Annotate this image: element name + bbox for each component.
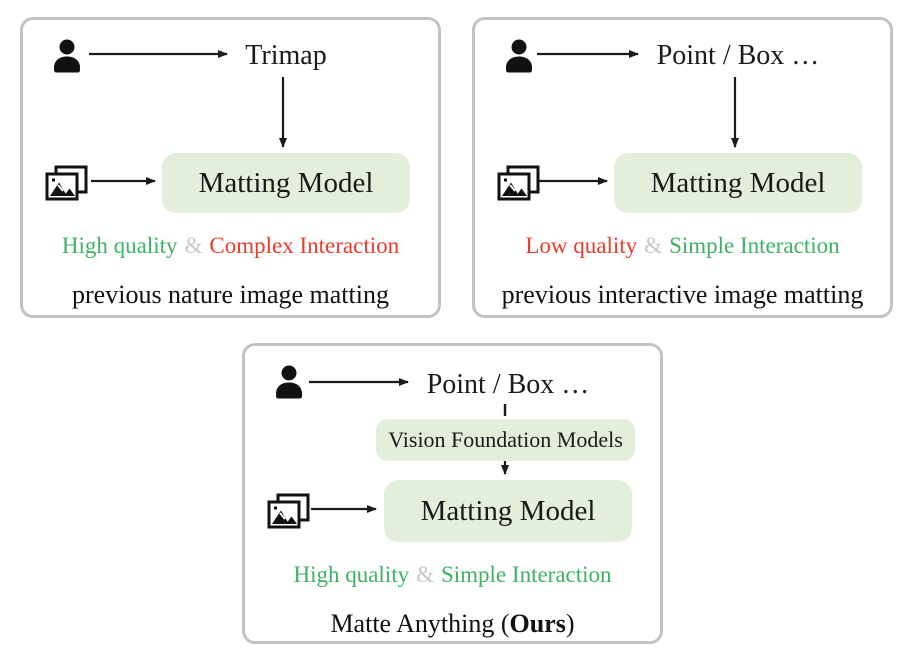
input-label: Point / Box …: [426, 369, 590, 400]
matting-model-box: Matting Model: [162, 153, 410, 213]
panel-previous-nature: Trimap Matting Model High quality&Comple…: [20, 17, 441, 318]
quality-line: High quality&Simple Interaction: [245, 560, 660, 590]
flow-arrows: [537, 50, 739, 185]
vision-foundation-models-label: Vision Foundation Models: [388, 427, 623, 452]
quality-second: Simple Interaction: [440, 562, 612, 587]
matting-model-box: Matting Model: [614, 153, 862, 213]
flow-arrows: [89, 50, 287, 185]
matting-model-box: Matting Model: [384, 480, 632, 542]
matting-model-label: Matting Model: [650, 166, 826, 199]
caption-prefix: Matte Anything (: [330, 609, 510, 638]
quality-line: Low quality&Simple Interaction: [475, 231, 890, 261]
quality-first: High quality: [61, 233, 178, 258]
quality-ampersand: &: [416, 562, 434, 587]
panel-matte-anything-ours: Point / Box … Vision Foundation Models M…: [242, 343, 663, 644]
matting-model-label: Matting Model: [198, 166, 374, 199]
images-icon: [45, 165, 88, 201]
quality-line: High quality&Complex Interaction: [23, 231, 438, 261]
caption-ours: Ours: [509, 609, 566, 638]
flow-arrows: [309, 378, 509, 513]
vision-foundation-models-box: Vision Foundation Models: [376, 419, 635, 461]
user-icon: [506, 39, 532, 73]
images-icon: [267, 493, 310, 529]
panel-caption: previous nature image matting: [72, 280, 389, 309]
panel-caption: Matte Anything (Ours): [245, 607, 660, 641]
images-icon: [497, 165, 540, 201]
panel-caption: previous interactive image matting: [501, 280, 864, 309]
quality-ampersand: &: [644, 233, 663, 258]
matting-model-label: Matting Model: [420, 494, 596, 527]
quality-second: Complex Interaction: [209, 233, 400, 258]
caption-suffix: ): [565, 609, 575, 638]
user-icon: [276, 365, 302, 399]
user-icon: [54, 39, 80, 73]
quality-first: Low quality: [525, 233, 638, 258]
panel-previous-interactive: Point / Box … Matting Model Low quality&…: [472, 17, 893, 318]
quality-first: High quality: [293, 562, 410, 587]
quality-ampersand: &: [184, 233, 203, 258]
input-label: Trimap: [245, 40, 327, 71]
input-label: Point / Box …: [656, 40, 820, 71]
quality-second: Simple Interaction: [669, 233, 840, 258]
